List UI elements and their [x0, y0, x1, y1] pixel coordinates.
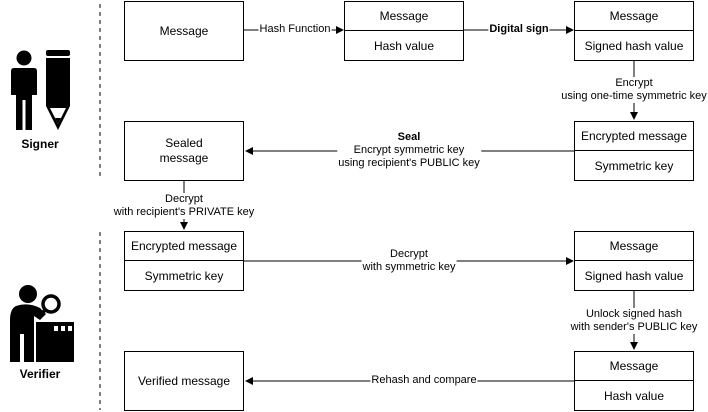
label-encrypt-line2: using one-time symmetric key — [561, 90, 707, 102]
verified-message-box: Verified message — [124, 351, 244, 411]
label-seal-line1: Encrypt symmetric key — [353, 144, 465, 156]
encrypted-pair-right-key: Symmetric key — [594, 158, 674, 173]
message-box: Message — [124, 1, 244, 61]
label-encrypt: Encrypt using one-time symmetric key — [560, 77, 708, 103]
verified-message-label: Verified message — [137, 373, 231, 388]
label-encrypt-line1: Encrypt — [615, 77, 653, 89]
label-rehash: Rehash and compare — [370, 374, 478, 387]
label-seal-title: Seal — [397, 131, 421, 143]
encrypted-pair-box-left: Encrypted message Symmetric key — [124, 231, 244, 291]
label-hash-function: Hash Function — [258, 23, 332, 36]
signed-pair-box: Message Signed hash value — [574, 1, 694, 61]
label-decrypt-symmetric: Decrypt with symmetric key — [361, 248, 457, 274]
encrypted-pair-left-message: Encrypted message — [125, 232, 243, 261]
label-seal-line2: using recipient's PUBLIC key — [338, 157, 480, 169]
hash-pair-2-hash-value: Hash value — [603, 388, 665, 403]
encrypted-pair-left-key: Symmetric key — [144, 268, 224, 283]
inspector-icon — [10, 285, 74, 362]
label-seal: Seal Encrypt symmetric key using recipie… — [337, 131, 481, 170]
signed-pair-2-signed-hash: Signed hash value — [584, 268, 684, 283]
message-box-label: Message — [159, 23, 209, 38]
label-decrypt-private-line1: Decrypt — [165, 193, 203, 205]
label-digital-sign: Digital sign — [488, 23, 550, 36]
sealed-message-label: Sealed message — [159, 136, 209, 165]
label-unlock: Unlock signed hash with sender's PUBLIC … — [569, 308, 699, 334]
signed-pair-signed-hash: Signed hash value — [584, 38, 684, 53]
label-unlock-line2: with sender's PUBLIC key — [570, 321, 698, 333]
hash-pair-box: Message Hash value — [344, 1, 464, 61]
role-verifier: Verifier — [19, 367, 61, 381]
signed-pair-box-2: Message Signed hash value — [574, 231, 694, 291]
pen-icon — [46, 50, 70, 130]
hash-pair-2-message: Message — [575, 352, 693, 381]
signed-pair-message: Message — [575, 2, 693, 31]
label-decrypt-private-line2: with recipient's PRIVATE key — [113, 206, 255, 218]
hash-pair-hash-value: Hash value — [373, 38, 435, 53]
sealed-message-box: Sealed message — [124, 121, 244, 181]
encrypted-pair-right-message: Encrypted message — [575, 122, 693, 151]
encrypted-pair-box-right: Encrypted message Symmetric key — [574, 121, 694, 181]
role-signer: Signer — [21, 137, 59, 151]
label-decrypt-symmetric-line1: Decrypt — [390, 248, 428, 260]
label-unlock-line1: Unlock signed hash — [585, 308, 683, 320]
label-decrypt-private: Decrypt with recipient's PRIVATE key — [112, 193, 256, 219]
person-icon — [11, 50, 37, 130]
hash-pair-message: Message — [345, 2, 463, 31]
signed-pair-2-message: Message — [575, 232, 693, 261]
label-decrypt-symmetric-line2: with symmetric key — [362, 261, 456, 273]
hash-pair-box-2: Message Hash value — [574, 351, 694, 411]
